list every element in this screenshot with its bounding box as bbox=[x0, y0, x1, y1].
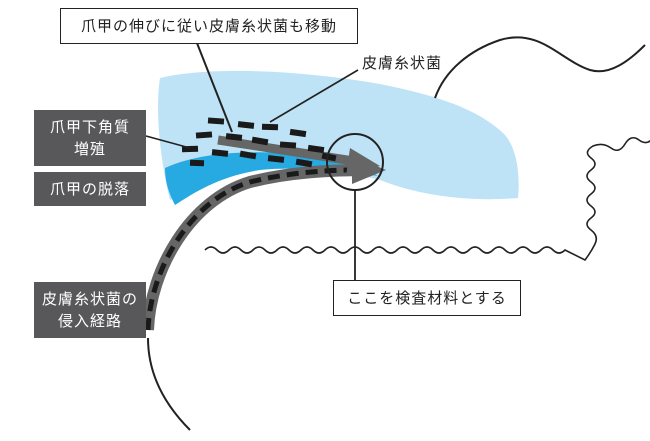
dermatophyte-label: 皮膚糸状菌 bbox=[362, 52, 442, 73]
dermatophyte-text: 皮膚糸状菌 bbox=[362, 54, 443, 72]
nail-growth-label: 爪甲の伸びに従い皮膚糸状菌も移動 bbox=[60, 8, 358, 44]
specimen-site-label: ここを検査材料とする bbox=[333, 280, 521, 316]
leader-nail-growth bbox=[194, 37, 233, 133]
growth-arrowhead bbox=[346, 148, 380, 176]
specimen-site-text: ここを検査材料とする bbox=[347, 289, 507, 307]
leader-dermatophyte bbox=[269, 69, 359, 123]
invasion-route-text-2: 侵入経路 bbox=[57, 312, 122, 330]
hyperkeratosis-text-2: 増殖 bbox=[73, 140, 106, 158]
hyperkeratosis-label: 爪甲下角質 増殖 bbox=[34, 110, 146, 166]
finger-outline bbox=[147, 337, 191, 431]
leader-hyperkeratosis bbox=[145, 135, 191, 149]
hyperkeratosis-text-1: 爪甲下角質 bbox=[49, 118, 130, 136]
dermatophyte-cluster bbox=[181, 117, 337, 168]
invasion-route-fungus bbox=[145, 167, 359, 331]
invasion-route-label: 皮膚糸状菌の 侵入経路 bbox=[34, 282, 146, 338]
nail-bed-outline bbox=[204, 136, 650, 262]
onycholysis-label: 爪甲の脱落 bbox=[34, 172, 146, 206]
onycholysis-text: 爪甲の脱落 bbox=[49, 180, 130, 198]
growth-arrow bbox=[217, 135, 361, 167]
invasion-route-text-1: 皮膚糸状菌の bbox=[41, 290, 138, 308]
nail-growth-text: 爪甲の伸びに従い皮膚糸状菌も移動 bbox=[80, 17, 337, 35]
skin-outline-upper bbox=[434, 36, 646, 99]
